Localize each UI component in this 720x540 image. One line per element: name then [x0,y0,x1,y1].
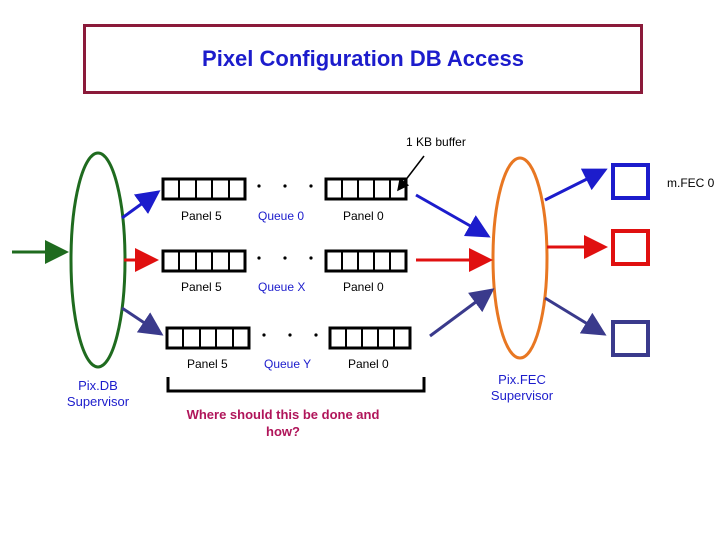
pixfec-supervisor-label: Pix.FEC Supervisor [490,372,554,403]
queue-y-name: Queue Y [264,357,312,371]
queue-x-left-label: Panel 5 [181,280,222,294]
fec-box-blue [611,163,650,200]
buffer-note: 1 KB buffer [406,135,466,149]
question-text: Where should this be done and how? [186,407,380,439]
queue-0 [161,177,408,201]
queue-x-right-label: Panel 0 [343,280,384,294]
arrow-fec-to-box-1 [544,168,608,202]
queue-0-right-label: Panel 0 [343,209,384,223]
queue-y-right-label: Panel 0 [348,357,389,371]
arrow-to-queue-0 [121,190,161,220]
fec-box-red [611,229,650,266]
arrow-queue-y-to-fec [429,288,495,338]
page-title: Pixel Configuration DB Access [202,46,524,71]
buffer-pointer-arrow [397,155,425,192]
arrow-to-queue-y [121,306,164,336]
fec-box-navy [611,320,650,357]
queues-bracket [166,377,426,393]
arrow-fec-to-box-3 [544,296,607,336]
queue-x-name: Queue X [258,280,306,294]
title-box: Pixel Configuration DB Access [83,24,643,94]
fec-label: m.FEC 0 [667,176,715,190]
pixfec-supervisor-ellipse [491,156,549,360]
queue-y [165,326,412,350]
pixdb-supervisor-label: Pix.DB Supervisor [66,378,130,409]
arrow-queue-0-to-fec [415,193,491,238]
queue-x [161,249,408,273]
queue-y-left-label: Panel 5 [187,357,228,371]
pixdb-supervisor-ellipse [69,151,127,369]
queue-0-left-label: Panel 5 [181,209,222,223]
queue-0-name: Queue 0 [258,209,305,223]
